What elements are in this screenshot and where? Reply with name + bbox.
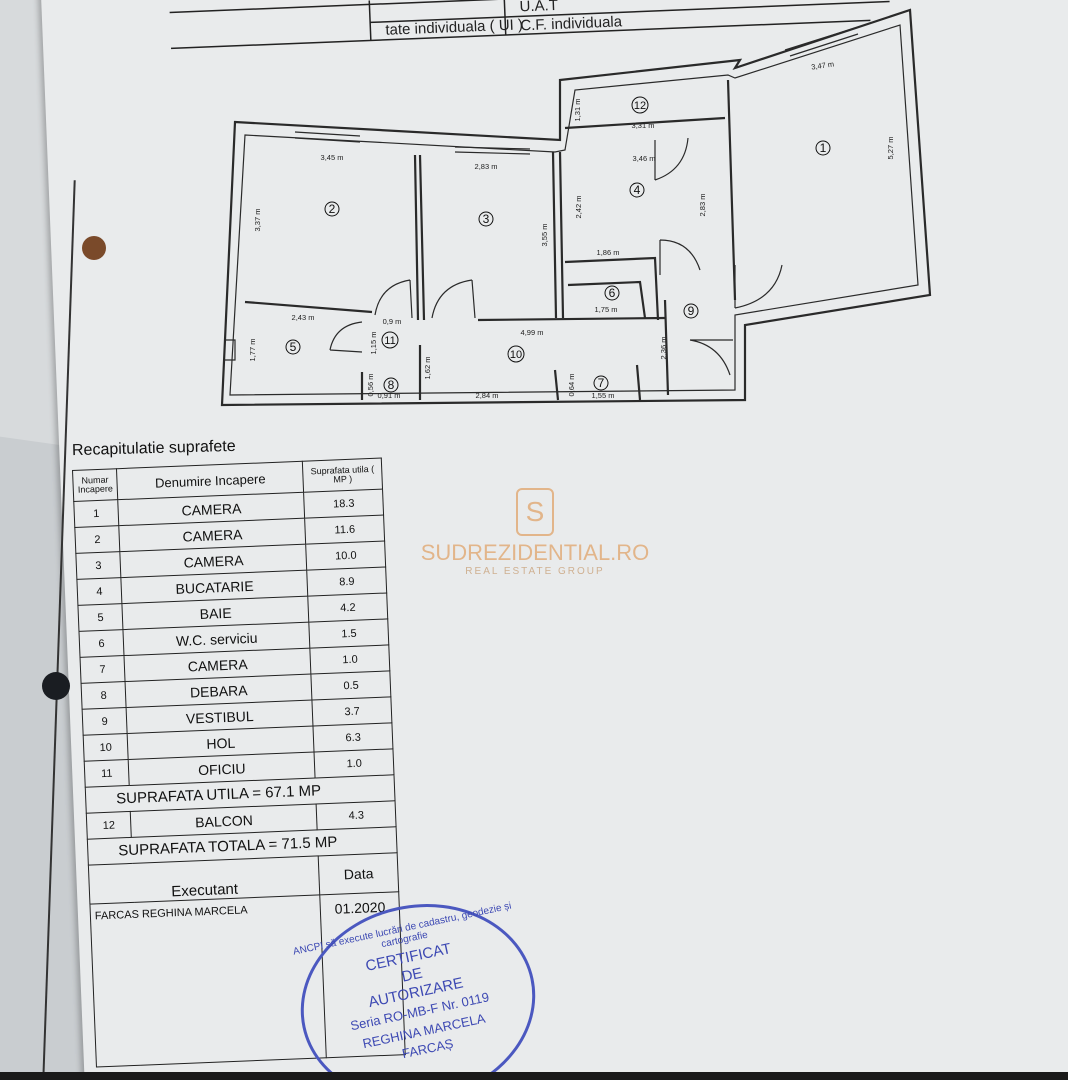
executant-name: FARCAS REGHINA MARCELA <box>89 894 327 1067</box>
dim-label: 3,45 m <box>321 153 344 162</box>
wall-3-4 <box>551 151 565 319</box>
room-num-8: 8 <box>388 378 395 392</box>
door-entry <box>689 339 733 376</box>
door-9 <box>659 239 701 275</box>
dim-label: 1,62 m <box>423 357 432 380</box>
header-table-lines <box>169 0 890 50</box>
dim-label: 1,15 m <box>369 332 378 355</box>
door-5 <box>329 321 363 353</box>
room-num-7: 7 <box>598 376 605 390</box>
watermark-tagline: REAL ESTATE GROUP <box>465 566 605 577</box>
room-num-10: 10 <box>510 349 522 361</box>
dim-label: 2,36 m <box>659 337 668 360</box>
dim-label: 3,31 m <box>632 121 655 130</box>
dim-label: 0,91 m <box>378 391 401 400</box>
watermark-brand: SUDREZIDENTIAL.RO <box>420 540 650 565</box>
wall-2-3 <box>413 154 426 321</box>
room-num-11: 11 <box>384 335 395 347</box>
dim-label: 1,75 m <box>595 305 618 314</box>
watermark: S SUDREZIDENTIAL.RO REAL ESTATE GROUP <box>415 488 655 577</box>
watermark-logo-icon: S <box>516 488 554 536</box>
door-4 <box>654 137 689 181</box>
dim-label: 0,64 m <box>567 374 576 397</box>
dim-label: 2,42 m <box>574 196 583 219</box>
room-num-4: 4 <box>634 183 641 197</box>
room-num-2: 2 <box>329 202 336 216</box>
col-num-header: Numar Incapere <box>72 468 118 502</box>
door-3 <box>431 279 476 319</box>
inner-wall <box>229 24 919 396</box>
header-table: tate individuala ( UI ) U.A.T C.F. indiv… <box>169 0 890 52</box>
wall-wc <box>564 256 660 321</box>
room-num-9: 9 <box>688 304 695 318</box>
dim-label: 3,55 m <box>540 224 549 247</box>
dim-label: 4,99 m <box>521 328 544 337</box>
dim-label: 3,37 m <box>253 209 262 232</box>
dim-label: 2,84 m <box>476 391 499 400</box>
col-area-header: Suprafata utila ( MP ) <box>302 458 383 493</box>
wall-bottom <box>360 299 670 401</box>
wall-12-4 <box>564 79 737 301</box>
bottom-bar <box>0 1072 1068 1080</box>
dim-label: 0,9 m <box>383 317 402 326</box>
dim-label: 3,47 m <box>811 59 835 71</box>
dim-label: 0,56 m <box>366 374 375 397</box>
dim-label: 1,77 m <box>248 339 257 362</box>
punch-hole-bottom <box>42 672 70 700</box>
room-num-3: 3 <box>483 212 490 226</box>
room-num-5: 5 <box>290 340 297 354</box>
windows <box>294 27 859 155</box>
room-num-1: 1 <box>820 141 827 155</box>
dim-label: 1,86 m <box>597 248 620 257</box>
door-2 <box>374 279 413 319</box>
room-num-6: 6 <box>609 286 616 300</box>
wall-row <box>244 300 666 322</box>
punch-hole-top <box>82 236 106 260</box>
dim-label: 3,46 m <box>633 154 656 163</box>
dim-label: 5,27 m <box>886 137 895 160</box>
room-num-12: 12 <box>634 100 646 112</box>
data-label: Data <box>318 852 399 895</box>
dim-label: 2,83 m <box>475 162 498 171</box>
dim-label: 2,83 m <box>698 194 707 217</box>
window-bath <box>225 339 236 361</box>
outer-wall <box>220 8 932 407</box>
dim-label: 1,31 m <box>573 99 582 122</box>
door-1 <box>734 264 783 309</box>
dim-label: 1,55 m <box>592 391 615 400</box>
floor-plan: 1 2 3 4 5 6 7 8 9 10 11 12 3,47 m 5,27 m… <box>220 8 932 407</box>
dim-label: 2,43 m <box>292 313 315 322</box>
